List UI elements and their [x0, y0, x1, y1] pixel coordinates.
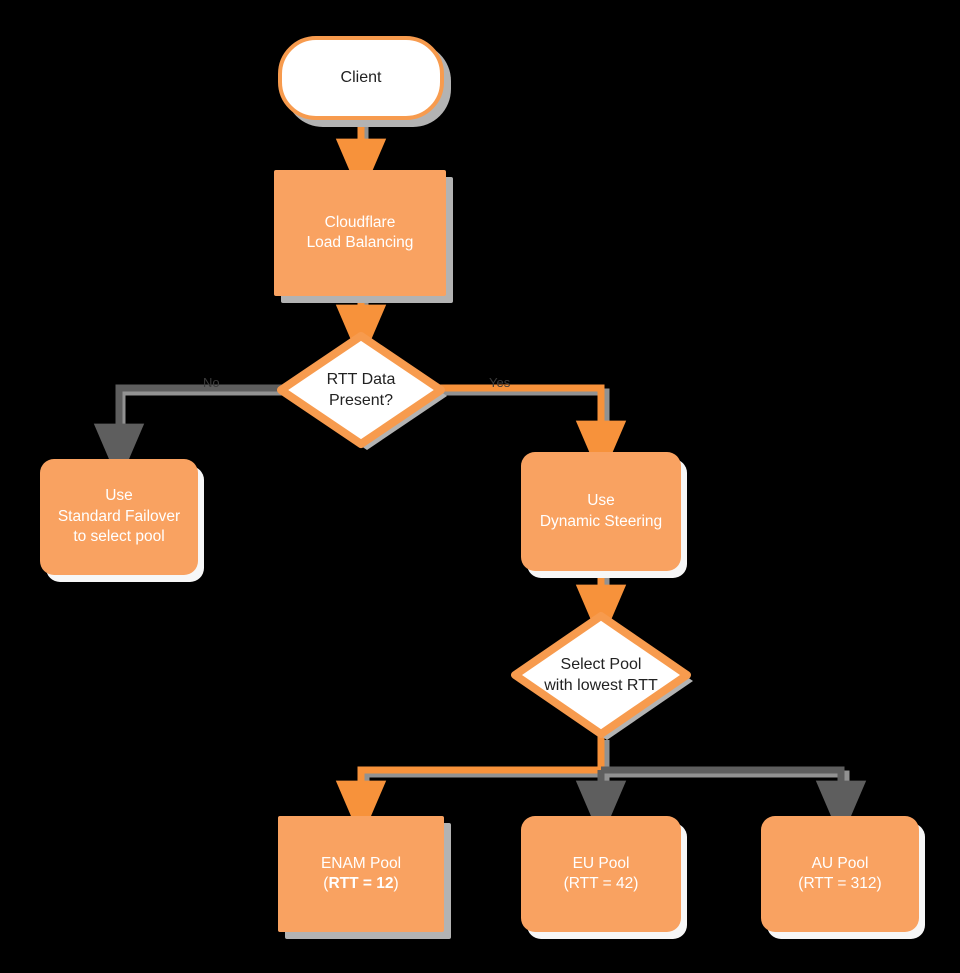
node-pool-enam[interactable]: ENAM Pool (RTT = 12): [278, 816, 444, 932]
node-au-line2: (RTT = 312): [798, 875, 882, 892]
node-clb-line1: Cloudflare: [324, 213, 396, 231]
edge-rtt-to-failover: [93, 384, 286, 483]
edge-label-yes: Yes: [489, 375, 511, 390]
node-failover-line3: to select pool: [73, 528, 165, 546]
node-dynamic-line2: Dynamic Steering: [539, 512, 663, 530]
node-enam-line2: (RTT = 12): [284, 874, 438, 894]
edge-rtt-to-dynamic: [436, 384, 627, 480]
node-pool-au[interactable]: AU Pool (RTT = 312): [761, 816, 919, 932]
node-enam-paren-open: (: [323, 875, 329, 892]
decision-rtt-shape: [277, 332, 447, 450]
node-decision-select-line1: Select Pool: [560, 655, 642, 673]
node-client[interactable]: Client: [278, 36, 444, 120]
node-decision-select-pool[interactable]: Select Pool with lowest RTT: [515, 616, 687, 734]
node-dynamic-line1: Use: [587, 492, 615, 510]
node-decision-select-label: Select Pool with lowest RTT: [515, 616, 687, 734]
node-clb-line2: Load Balancing: [306, 234, 414, 251]
node-standard-failover[interactable]: Use Standard Failover to select pool: [40, 459, 198, 575]
node-decision-select-line2: with lowest RTT: [544, 677, 658, 694]
edge-label-no: No: [203, 375, 220, 390]
node-dynamic-steering[interactable]: Use Dynamic Steering: [521, 452, 681, 571]
decision-select-shape: [511, 612, 693, 740]
node-decision-rtt-label: RTT Data Present?: [281, 336, 441, 444]
node-failover-line1: Use: [105, 487, 133, 505]
node-decision-rtt-data-present[interactable]: RTT Data Present?: [281, 336, 441, 444]
node-client-text: Client: [340, 69, 382, 87]
node-au-label: AU Pool (RTT = 312): [761, 854, 919, 895]
node-cloudflare-load-balancing[interactable]: Cloudflare Load Balancing: [274, 170, 446, 296]
node-failover-line2: Standard Failover: [57, 507, 181, 525]
edge-select-to-au: [601, 766, 867, 840]
node-enam-paren-close: ): [393, 875, 399, 892]
node-enam-line1: ENAM Pool: [320, 854, 402, 872]
node-failover-label: Use Standard Failover to select pool: [40, 486, 198, 547]
edge-select-to-enam: [335, 736, 605, 840]
node-eu-line2: (RTT = 42): [563, 875, 639, 892]
node-enam-rtt-value: RTT = 12: [328, 875, 394, 892]
node-clb-label: Cloudflare Load Balancing: [274, 213, 446, 254]
node-eu-line1: EU Pool: [572, 854, 630, 872]
node-decision-rtt-line2: Present?: [328, 392, 394, 409]
node-au-line1: AU Pool: [811, 854, 869, 872]
node-client-label: Client: [282, 67, 440, 88]
node-eu-label: EU Pool (RTT = 42): [521, 854, 681, 895]
node-dynamic-label: Use Dynamic Steering: [521, 491, 681, 532]
node-decision-rtt-line1: RTT Data: [326, 370, 396, 388]
node-pool-eu[interactable]: EU Pool (RTT = 42): [521, 816, 681, 932]
node-enam-label: ENAM Pool (RTT = 12): [278, 854, 444, 895]
